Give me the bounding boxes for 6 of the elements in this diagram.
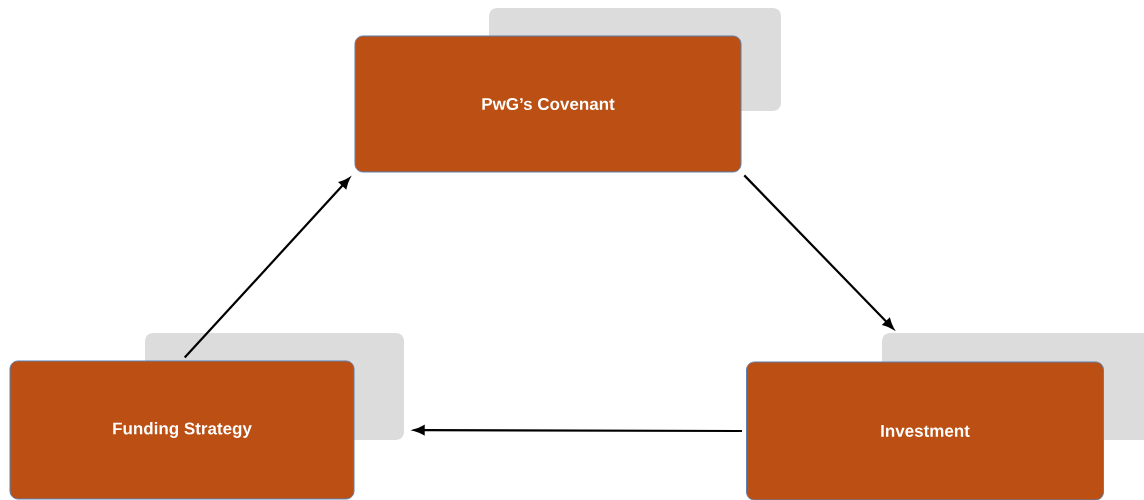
- arrow: [743, 174, 894, 330]
- arrow: [413, 425, 742, 435]
- process-box: PwG’s Covenant: [354, 35, 742, 173]
- arrow: [183, 177, 351, 359]
- process-box: Investment: [746, 361, 1104, 500]
- process-box: Funding Strategy: [9, 360, 355, 500]
